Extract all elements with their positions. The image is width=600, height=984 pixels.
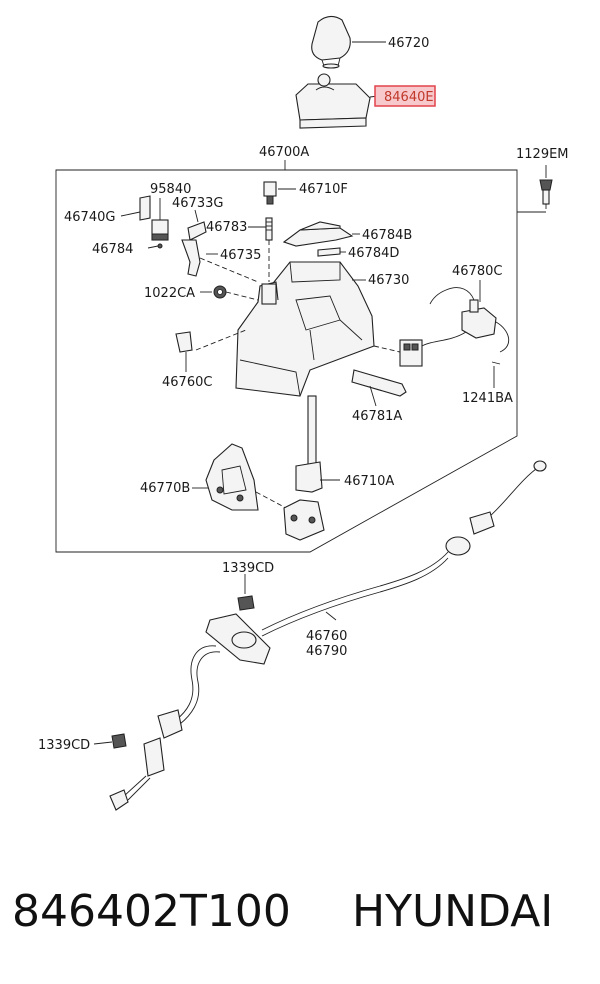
label-46720: 46720 — [388, 36, 429, 51]
switch-46780c-illustration — [373, 280, 510, 388]
label-1339cd-top: 1339CD — [222, 561, 274, 576]
bracket-46770b-illustration — [192, 443, 287, 511]
shift-boot-cover-illustration — [295, 73, 436, 129]
label-46733g: 46733G — [172, 196, 223, 211]
label-1241ba: 1241BA — [462, 391, 513, 406]
label-46710f: 46710F — [299, 182, 348, 197]
label-1022ca: 1022CA — [144, 286, 195, 301]
label-46735: 46735 — [220, 248, 261, 263]
label-46770b: 46770B — [140, 481, 190, 496]
label-1129em: 1129EM — [516, 147, 569, 162]
label-46710a: 46710A — [344, 474, 394, 489]
label-46740g: 46740G — [64, 210, 115, 225]
highlighted-part-box — [374, 85, 436, 107]
bolt-1129em-illustration — [517, 165, 553, 213]
label-46700a: 46700A — [259, 145, 309, 160]
label-46790: 46790 — [306, 644, 347, 659]
footer-part-number: 846402T100 — [12, 886, 291, 937]
label-46781a: 46781A — [352, 409, 402, 424]
label-84640e: 84640E — [384, 90, 434, 105]
label-46784d: 46784D — [348, 246, 399, 261]
sensor-95840-illustration — [120, 195, 169, 241]
shift-knob-illustration — [311, 15, 386, 69]
label-46730: 46730 — [368, 273, 409, 288]
label-46783: 46783 — [206, 220, 247, 235]
nut-1022ca-illustration — [200, 285, 259, 301]
bracket-46730-illustration — [195, 261, 375, 397]
label-1339cd-bottom: 1339CD — [38, 738, 90, 753]
label-46784b: 46784B — [362, 228, 412, 243]
label-46760: 46760 — [306, 629, 347, 644]
linkage-46784-illustration — [147, 239, 259, 283]
label-46780c: 46780C — [452, 264, 502, 279]
label-46760c: 46760C — [162, 375, 212, 390]
part-46733g-illustration — [187, 209, 207, 241]
shift-cable-illustration — [109, 460, 547, 811]
part-46710f-illustration — [263, 181, 296, 205]
footer-brand: HYUNDAI — [352, 886, 553, 937]
label-46784: 46784 — [92, 242, 133, 257]
assembly-outline — [55, 160, 518, 553]
lever-46710a-illustration — [283, 395, 340, 541]
pin-46783-illustration — [248, 217, 273, 282]
lever-46784b-illustration — [282, 221, 360, 257]
nut-1339cd-top-illustration — [237, 574, 255, 611]
rod-46781a-illustration — [351, 369, 407, 407]
clip-46760c-illustration — [175, 331, 193, 372]
label-95840: 95840 — [150, 182, 191, 197]
nut-1339cd-bottom-illustration — [93, 733, 127, 749]
